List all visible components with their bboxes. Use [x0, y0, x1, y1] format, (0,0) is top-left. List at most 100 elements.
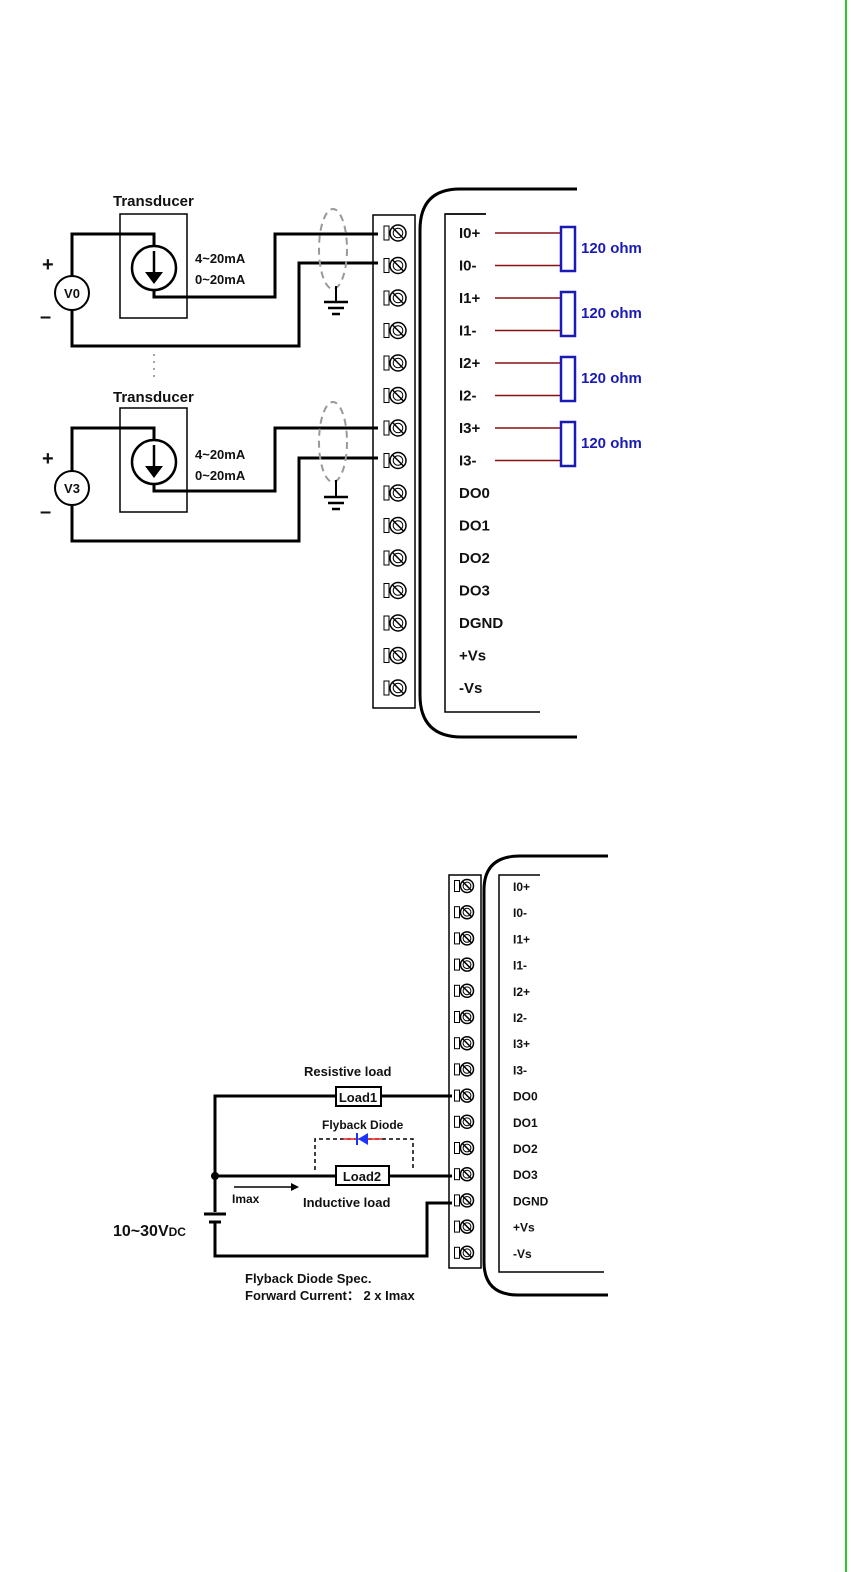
top-pin-label: DO3 [459, 583, 490, 600]
resistive-load-label: Resistive load [304, 1064, 391, 1079]
plus-1: + [42, 254, 54, 276]
top-terminal-screw[interactable] [383, 289, 407, 307]
top-diagram: I0+I0-I1+I1-I2+I2-I3+I3-DO0DO1DO2DO3DGND… [40, 187, 642, 739]
resistor-box [559, 290, 577, 338]
top-terminal-screw[interactable] [383, 581, 407, 600]
bottom-pin-label: I0+ [513, 880, 530, 894]
top-terminal-screw[interactable] [383, 224, 407, 242]
bottom-terminal-screw[interactable] [454, 1035, 475, 1051]
bottom-terminal-screw[interactable] [454, 1114, 475, 1130]
load1-label: Load1 [339, 1090, 377, 1105]
bottom-terminal-screw[interactable] [454, 1166, 475, 1182]
transducer-1-box [119, 213, 188, 319]
top-pin-label: DO0 [459, 485, 490, 502]
bottom-pin-label: DGND [513, 1194, 549, 1208]
imax-label: Imax [232, 1192, 260, 1206]
top-terminal-screw[interactable] [383, 354, 407, 372]
bottom-terminal-screw[interactable] [454, 1009, 475, 1025]
top-terminal-screw[interactable] [383, 549, 407, 567]
bottom-pin-label: I1+ [513, 932, 530, 946]
load2-label: Load2 [343, 1169, 381, 1184]
top-terminal-screw[interactable] [383, 256, 407, 275]
bottom-pin-label: -Vs [513, 1247, 532, 1261]
top-pin-label: I2+ [459, 355, 481, 372]
resistor-label: 120 ohm [581, 305, 642, 322]
bottom-terminal-screw[interactable] [454, 904, 475, 920]
bottom-pin-label: I3- [513, 1063, 527, 1077]
top-pin-label: I1+ [459, 290, 481, 307]
top-pin-label: I2- [459, 388, 477, 405]
top-pin-label: -Vs [459, 680, 482, 697]
shield-2-icon [318, 401, 348, 483]
bottom-pin-label: DO0 [513, 1090, 538, 1104]
bottom-terminal-screw[interactable] [454, 1245, 475, 1261]
bottom-pin-label: DO3 [513, 1168, 538, 1182]
top-terminal-screw[interactable] [383, 614, 407, 632]
top-pin-label: DO2 [459, 550, 490, 567]
top-pin-label: I1- [459, 323, 477, 340]
minus-1: – [40, 306, 51, 328]
bottom-pin-label: I3+ [513, 1037, 530, 1051]
bottom-module-outline [482, 854, 608, 1297]
resistor-box [559, 225, 577, 273]
spec-line-1: Flyback Diode Spec. [245, 1271, 371, 1286]
bottom-pin-label: DO2 [513, 1142, 538, 1156]
bottom-pin-label: DO1 [513, 1116, 538, 1130]
top-pin-label: DO1 [459, 518, 490, 535]
imax-arrow-icon [291, 1183, 299, 1191]
bottom-terminal-screw[interactable] [454, 983, 475, 999]
range-1a: 4~20mA [195, 251, 246, 266]
top-pin-label: I0+ [459, 225, 481, 242]
range-2a: 4~20mA [195, 447, 246, 462]
top-terminal-screw[interactable] [383, 451, 407, 470]
ground-1-icon [324, 286, 348, 316]
bottom-terminal-screw[interactable] [454, 957, 475, 972]
source-v3-label: V3 [64, 481, 80, 496]
top-terminal-screw[interactable] [383, 419, 407, 437]
source-v0-label: V0 [64, 286, 80, 301]
ellipsis-dots [153, 354, 155, 377]
top-terminal-screw[interactable] [383, 321, 407, 340]
shield-1-icon [318, 208, 348, 290]
bottom-terminal-screw[interactable] [454, 1219, 475, 1234]
bottom-pin-label: +Vs [513, 1221, 535, 1235]
top-pin-labels: I0+I0-I1+I1-I2+I2-I3+I3-DO0DO1DO2DO3DGND… [459, 225, 503, 697]
bottom-module-inner [498, 874, 604, 1273]
plus-2: + [42, 448, 54, 470]
top-pin-label: I3+ [459, 420, 481, 437]
bottom-terminal-screw[interactable] [454, 878, 475, 894]
bottom-pin-label: I1- [513, 959, 527, 973]
inductive-load-label: Inductive load [303, 1195, 390, 1210]
range-2b: 0~20mA [195, 468, 246, 483]
bottom-terminal-screw[interactable] [454, 1062, 475, 1077]
bottom-terminal-screw[interactable] [454, 1140, 475, 1156]
top-terminals [383, 224, 407, 697]
bottom-pin-label: I2- [513, 1011, 527, 1025]
transducer-1-label: Transducer [113, 193, 194, 210]
top-pin-label: DGND [459, 615, 503, 632]
top-terminal-screw[interactable] [383, 646, 407, 665]
top-terminal-screw[interactable] [383, 679, 407, 697]
resistor-label: 120 ohm [581, 435, 642, 452]
transducer-2-box [119, 407, 188, 513]
bottom-terminal-screw[interactable] [454, 931, 475, 946]
bottom-pin-label: I0- [513, 906, 527, 920]
resistor-label: 120 ohm [581, 370, 642, 387]
flyback-diode-label: Flyback Diode [322, 1118, 404, 1132]
top-terminal-screw[interactable] [383, 516, 407, 535]
top-terminal-screw[interactable] [383, 386, 407, 405]
bottom-terminal-screw[interactable] [454, 1088, 475, 1103]
top-pin-label: I0- [459, 258, 477, 275]
bottom-terminal-screw[interactable] [454, 1193, 475, 1208]
bottom-pin-label: I2+ [513, 985, 530, 999]
ground-2-icon [324, 480, 348, 511]
top-module-outline [418, 187, 577, 739]
top-pin-label: +Vs [459, 648, 486, 665]
top-terminal-screw[interactable] [383, 484, 407, 502]
supply-label: 10~30VDC [113, 1223, 186, 1240]
resistor-box [559, 355, 577, 403]
flyback-diode-icon [343, 1133, 382, 1145]
resistor-box [559, 420, 577, 468]
